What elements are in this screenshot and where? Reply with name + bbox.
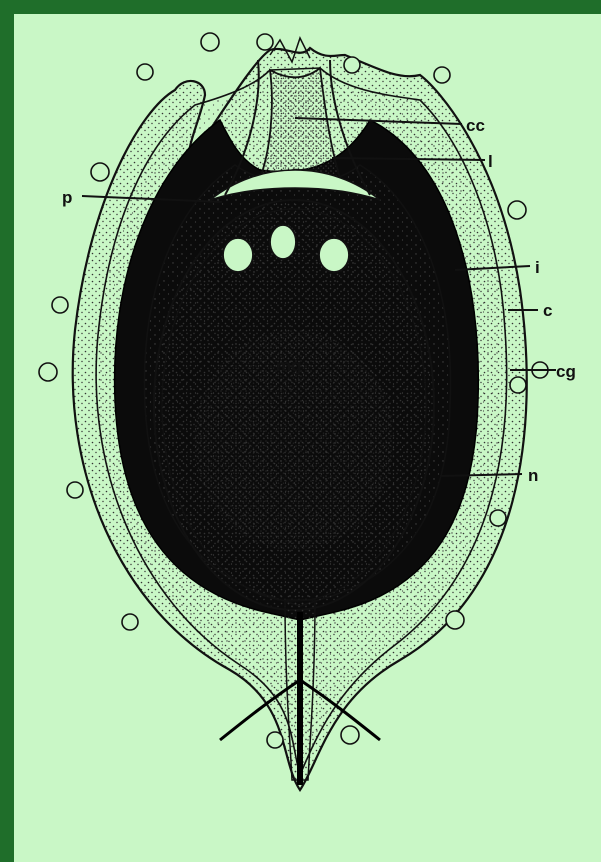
label-c: c bbox=[543, 301, 552, 320]
archegonium-left bbox=[223, 238, 253, 272]
label-p: p bbox=[62, 188, 72, 207]
label-n: n bbox=[528, 466, 538, 485]
label-i: i bbox=[535, 258, 540, 277]
label-cg: cg bbox=[556, 362, 576, 381]
label-cc: cc bbox=[466, 116, 485, 135]
label-mg: mg bbox=[276, 356, 302, 375]
archegonium-right bbox=[319, 238, 349, 272]
label-l: l bbox=[488, 152, 493, 171]
archegonium-middle bbox=[270, 225, 296, 259]
